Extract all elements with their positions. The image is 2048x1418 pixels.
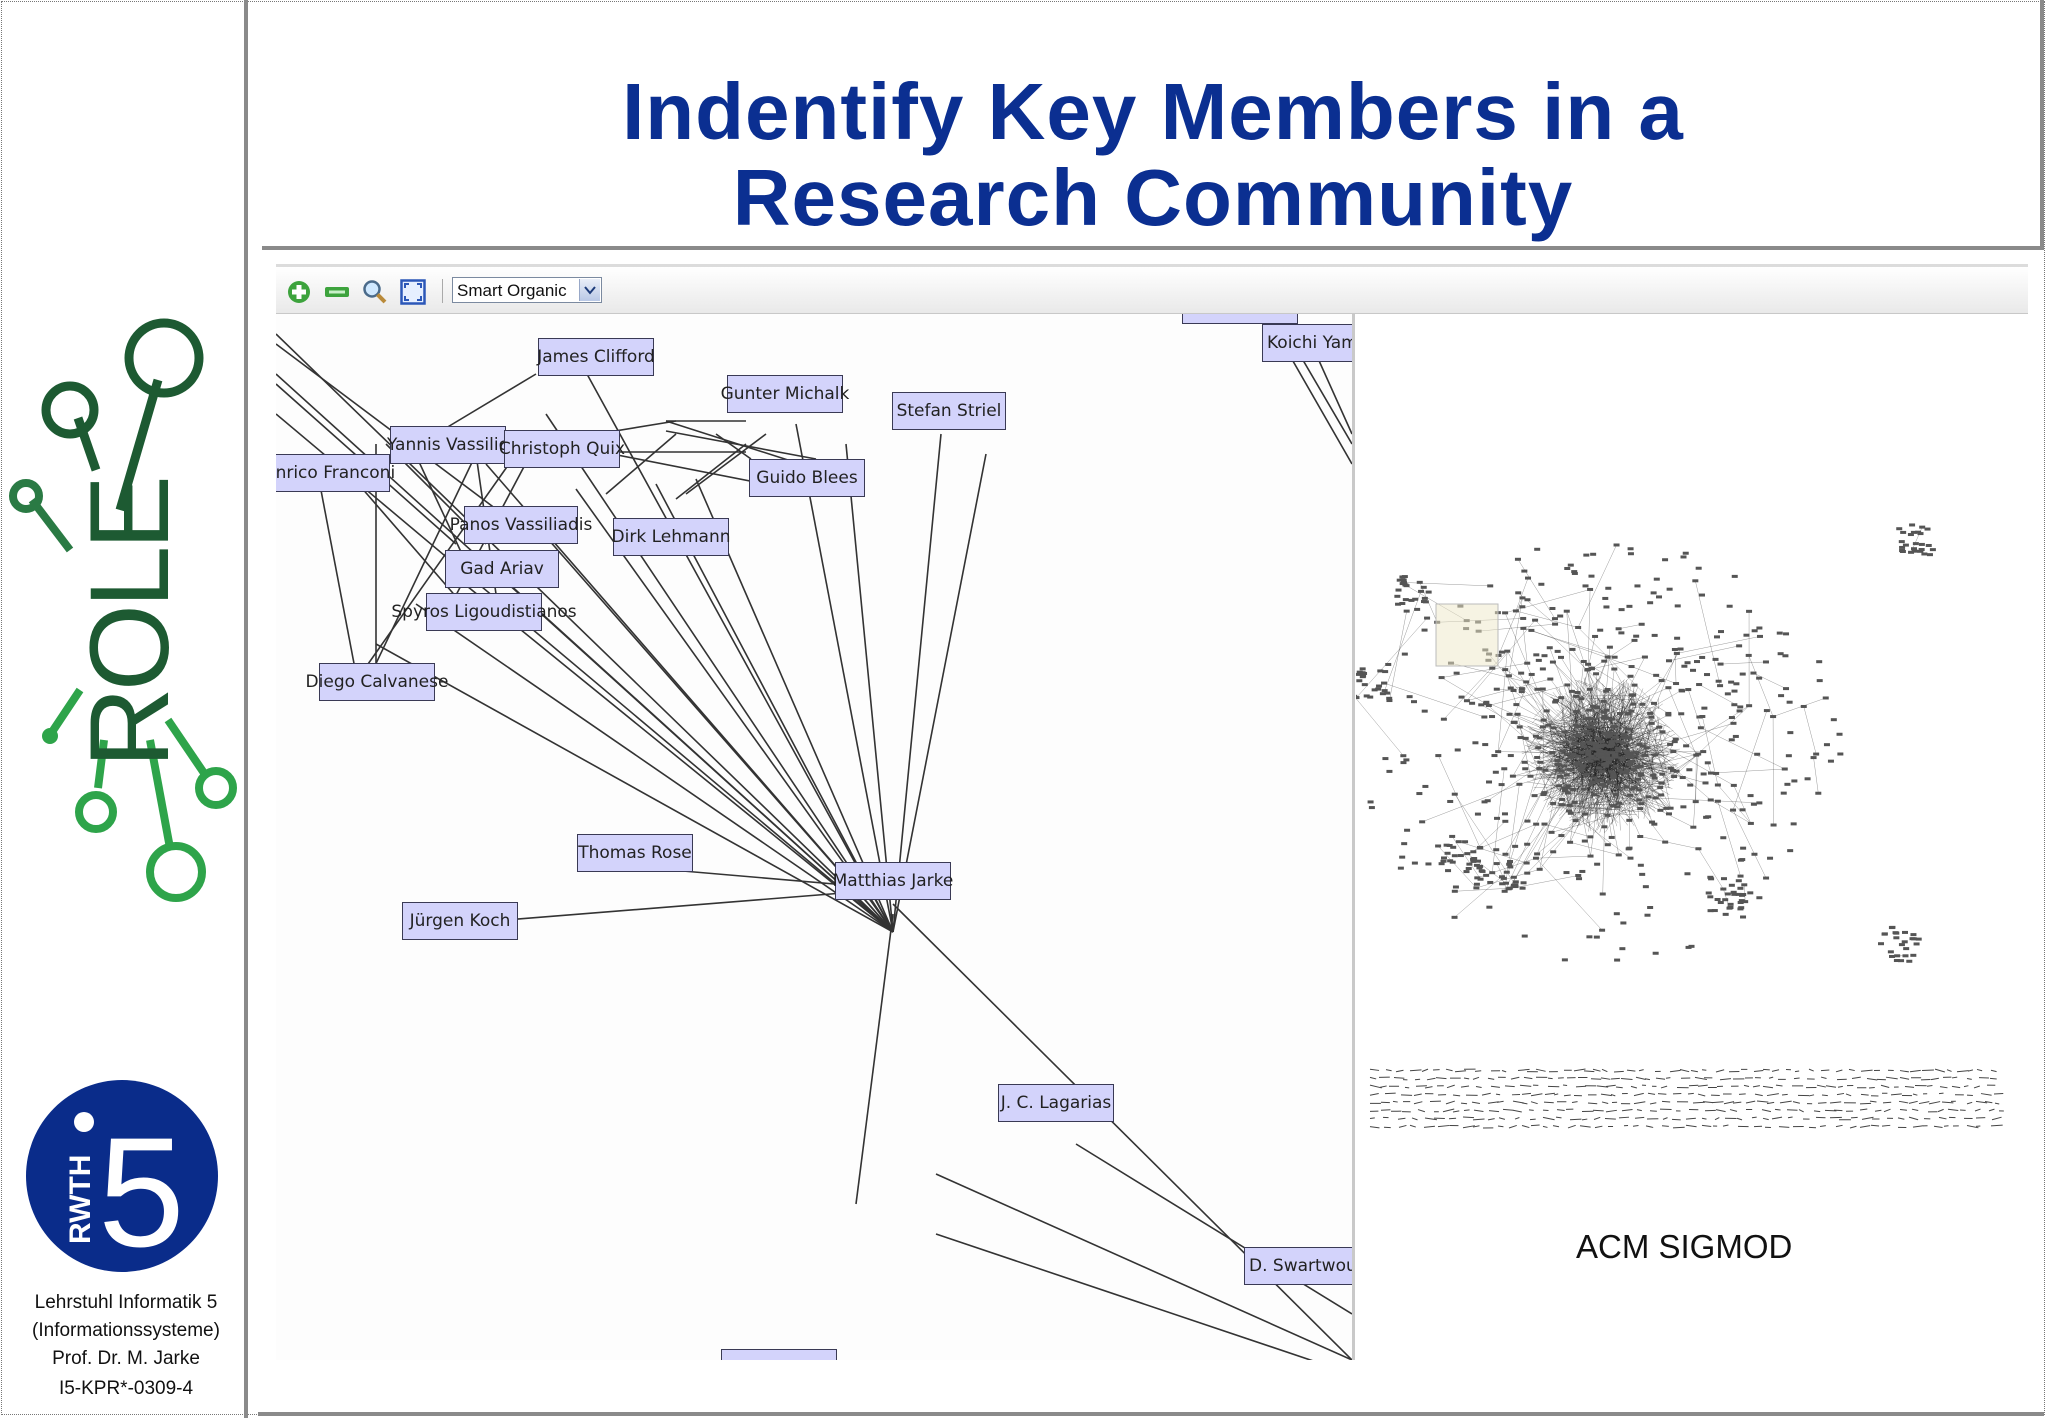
graph-overview-minimap bbox=[1356, 523, 2004, 1129]
footer-department: (Informationssysteme) bbox=[32, 1320, 220, 1341]
search-button[interactable] bbox=[362, 279, 388, 305]
fit-screen-icon bbox=[400, 279, 426, 305]
magnifier-icon bbox=[363, 280, 387, 304]
chevron-down-icon bbox=[579, 279, 600, 301]
bottom-divider bbox=[258, 1412, 2044, 1416]
layout-select[interactable]: Smart Organic bbox=[452, 277, 602, 303]
fit-to-screen-button[interactable] bbox=[400, 279, 426, 305]
graph-node[interactable]: J. C. Lagarias bbox=[998, 1084, 1114, 1122]
graph-node[interactable]: Gad Ariav bbox=[445, 550, 559, 588]
graph-node-partial[interactable] bbox=[1182, 314, 1298, 324]
rwth-logo-text: RWTH bbox=[64, 1155, 97, 1244]
minus-icon bbox=[325, 287, 349, 297]
overview-caption: ACM SIGMOD bbox=[1576, 1228, 1793, 1265]
layout-select-value: Smart Organic bbox=[457, 281, 567, 300]
slide-title-line1: Indentify Key Members in a bbox=[622, 67, 1684, 156]
graph-node-partial[interactable] bbox=[721, 1349, 837, 1360]
graph-canvas[interactable]: James Clifford Gunter Michalk Stefan Str… bbox=[276, 314, 1355, 1360]
graph-node[interactable]: Dirk Lehmann bbox=[612, 518, 731, 556]
graph-node[interactable]: Thomas Rose bbox=[577, 834, 693, 872]
graph-node[interactable]: James Clifford bbox=[537, 338, 655, 376]
title-divider bbox=[262, 246, 2044, 250]
graph-overview-panel[interactable] bbox=[1356, 314, 2028, 1360]
graph-node[interactable]: Matthias Jarke bbox=[833, 862, 953, 900]
toolbar-separator bbox=[442, 279, 443, 303]
slide-title-line2: Research Community bbox=[732, 153, 1574, 242]
zoom-out-button[interactable] bbox=[324, 279, 350, 305]
graph-toolbar: Smart Organic bbox=[276, 264, 2028, 314]
graph-node[interactable]: Guido Blees bbox=[749, 459, 865, 497]
role-logo: ROLE bbox=[9, 318, 237, 902]
graph-node[interactable]: Jürgen Koch bbox=[402, 902, 518, 940]
rwth-logo-number: 5 bbox=[98, 1106, 185, 1278]
footer-professor: Prof. Dr. M. Jarke bbox=[52, 1348, 200, 1369]
plus-icon bbox=[288, 281, 310, 303]
rwth-i5-logo: RWTH 5 bbox=[26, 1080, 218, 1278]
graph-node[interactable]: D. Swartwou bbox=[1244, 1247, 1352, 1285]
footer-chair: Lehrstuhl Informatik 5 bbox=[34, 1292, 218, 1313]
role-logo-text: ROLE bbox=[67, 479, 192, 768]
graph-node[interactable]: Christoph Quix bbox=[499, 430, 625, 468]
title-right-border bbox=[2040, 0, 2044, 250]
graph-node[interactable]: Stefan Striel bbox=[892, 392, 1006, 430]
zoom-in-button[interactable] bbox=[286, 279, 312, 305]
graph-node[interactable]: Gunter Michalk bbox=[721, 375, 849, 413]
graph-node[interactable]: Enrico Franconi bbox=[276, 454, 395, 492]
graph-node[interactable]: Panos Vassiliadis bbox=[450, 506, 592, 544]
graph-node[interactable]: Spyros Ligoudistianos bbox=[391, 593, 577, 631]
graph-node[interactable]: Koichi Yama bbox=[1262, 324, 1352, 362]
graph-app-window: Smart Organic bbox=[276, 264, 2028, 1360]
footer-slide-id: I5-KPR*-0309-4 bbox=[58, 1378, 194, 1399]
graph-node[interactable]: Diego Calvanese bbox=[306, 663, 448, 701]
viewport-indicator bbox=[1435, 603, 1499, 667]
graph-node[interactable]: Yannis Vassilio bbox=[387, 426, 509, 464]
left-branding-panel: ROLE RWTH 5 Lehrstuhl Informatik 5 (Info… bbox=[0, 0, 248, 1418]
